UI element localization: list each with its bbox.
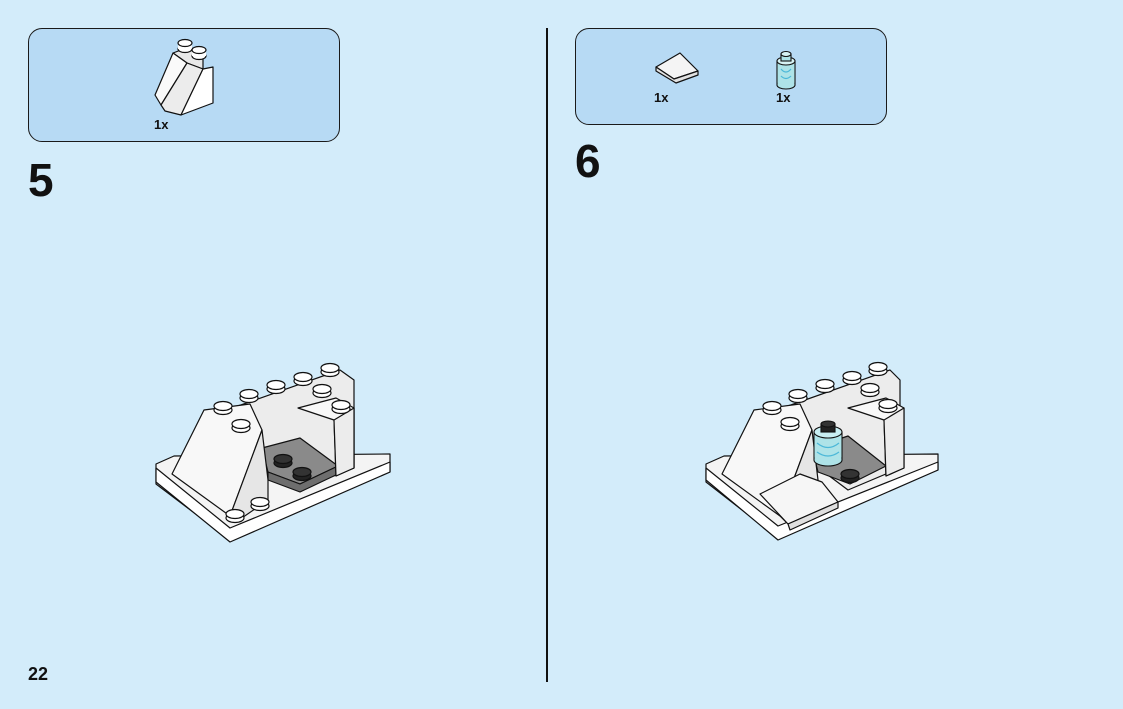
step-number: 5 <box>28 154 54 206</box>
trans-light-blue-round-brick-icon <box>776 50 796 90</box>
white-slope-brick-icon <box>154 38 214 116</box>
step-6-model-illustration <box>705 361 939 541</box>
white-slope-tile-icon <box>655 52 699 84</box>
parts-callout-step-5: 1x <box>28 28 340 142</box>
step-number: 6 <box>575 135 601 187</box>
step-5-model-illustration <box>155 362 391 543</box>
stud <box>213 400 233 416</box>
part-quantity: 1x <box>776 90 791 105</box>
page-divider <box>546 28 548 682</box>
page-number: 22 <box>28 664 49 684</box>
trans-round-brick <box>813 420 843 467</box>
parts-callout-step-6: 1x 1x <box>575 28 887 125</box>
part-quantity: 1x <box>154 117 169 132</box>
part-quantity: 1x <box>654 90 669 105</box>
